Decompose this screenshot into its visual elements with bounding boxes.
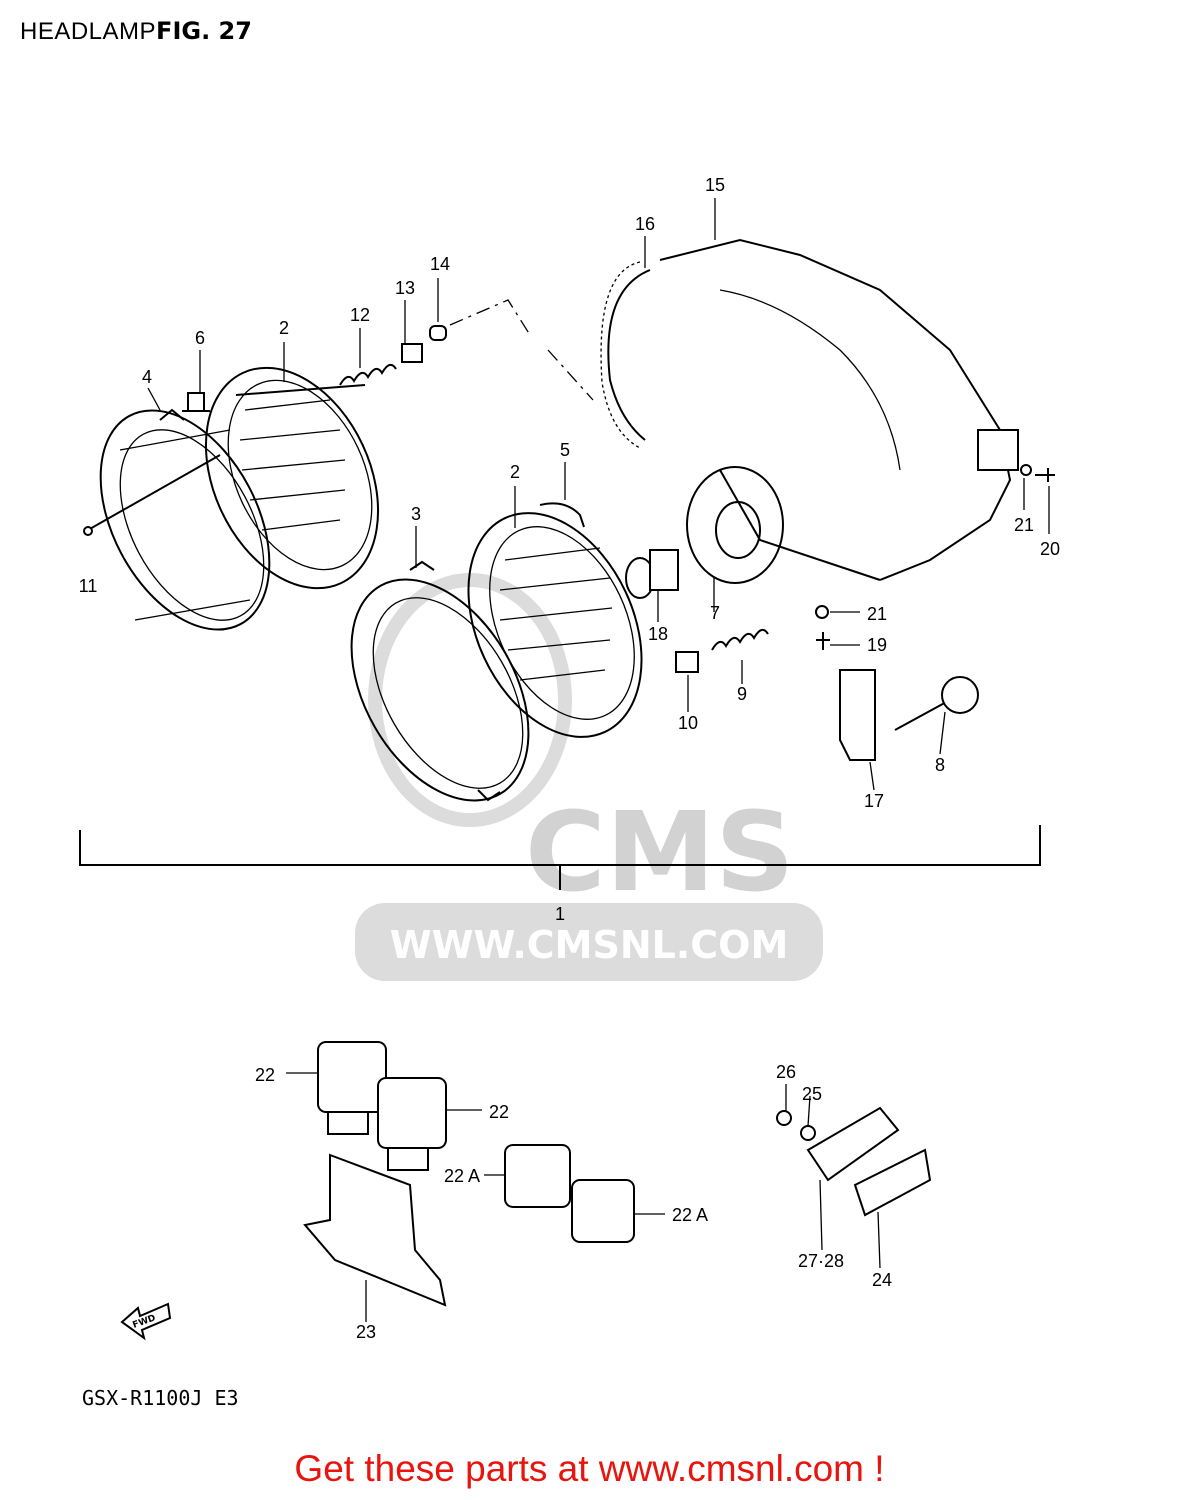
callout-22A-lower: 22 A (672, 1205, 708, 1225)
clip-10 (675, 651, 699, 673)
reflector-base-27-28 (806, 1106, 900, 1182)
watermark-brand: CMS (525, 788, 794, 916)
headlamp-unit-center (467, 512, 643, 738)
screw-20 (1035, 468, 1055, 482)
relay-22-upper (317, 1041, 387, 1135)
callout-9: 9 (737, 684, 747, 704)
callout-22-lower: 22 (489, 1102, 509, 1122)
callout-1: 1 (555, 904, 565, 924)
headlamp-housing-15 (659, 238, 1019, 581)
callout-2-left: 2 (279, 318, 289, 338)
model-code: GSX-R1100J E3 (82, 1386, 239, 1410)
callout-10: 10 (678, 713, 698, 733)
section-title: HEADLAMP (20, 18, 157, 45)
relay-22A-upper (504, 1144, 571, 1208)
callout-15: 15 (705, 175, 725, 195)
callout-11: 11 (79, 576, 98, 596)
clip-13 (401, 343, 423, 363)
callout-6: 6 (195, 328, 205, 348)
spring-9 (711, 628, 769, 651)
watermark-url: WWW.CMSNL.COM (390, 923, 789, 967)
callout-22A-upper: 22 A (444, 1166, 480, 1186)
fwd-arrow-icon: FWD (120, 1302, 172, 1341)
relay-bracket-23 (303, 1153, 447, 1307)
callout-23: 23 (356, 1322, 376, 1342)
callout-14: 14 (430, 254, 450, 274)
callout-22-upper: 22 (255, 1065, 275, 1085)
relay-22-lower (377, 1077, 447, 1171)
trim-16 (600, 261, 651, 449)
headlamp-rim-left (99, 408, 271, 631)
callout-5: 5 (560, 440, 570, 460)
assembly-bracket (79, 825, 1041, 890)
callout-24: 24 (872, 1270, 892, 1290)
callout-26: 26 (776, 1062, 796, 1082)
callout-18: 18 (648, 624, 668, 644)
adjuster-nut-6 (182, 392, 210, 412)
callout-27-28: 27·28 (798, 1251, 844, 1271)
callout-3: 3 (411, 504, 421, 524)
leader-lines (147, 198, 1050, 1322)
bracket-17 (839, 669, 876, 761)
callout-25: 25 (802, 1084, 822, 1104)
callout-16: 16 (635, 214, 655, 234)
nut-26 (776, 1110, 792, 1126)
nut-21 (815, 605, 829, 619)
reflector-24 (853, 1148, 932, 1217)
bulb-socket-7 (686, 466, 784, 584)
bulb-18 (625, 549, 679, 599)
callout-21-lower: 21 (867, 604, 887, 624)
callout-21-right: 21 (1014, 515, 1034, 535)
callout-7: 7 (710, 603, 720, 623)
callout-17: 17 (864, 791, 884, 811)
diagram-header: HEADLAMPFIG. 27 (20, 16, 252, 47)
callout-12: 12 (350, 305, 370, 325)
callout-20: 20 (1040, 539, 1060, 559)
promo-link[interactable]: Get these parts at www.cmsnl.com ! (294, 1448, 885, 1489)
spring-12 (339, 363, 397, 386)
callout-4: 4 (142, 367, 152, 387)
screw-19 (816, 632, 830, 650)
screw-11 (87, 454, 221, 531)
callout-13: 13 (395, 278, 415, 298)
relay-22A-lower (571, 1179, 635, 1243)
figure-label: FIG. 27 (156, 17, 252, 45)
callout-19: 19 (867, 635, 887, 655)
cap-14 (429, 325, 447, 341)
washer-25 (800, 1125, 816, 1141)
adjuster-screw-8 (894, 699, 951, 731)
wire-spring-5 (539, 502, 585, 528)
watermark: CMS WWW.CMSNL.COM (355, 573, 823, 981)
washer-21 (1020, 464, 1032, 476)
headlamp-unit-left (204, 366, 380, 590)
callout-8: 8 (935, 755, 945, 775)
callout-2-center: 2 (510, 462, 520, 482)
